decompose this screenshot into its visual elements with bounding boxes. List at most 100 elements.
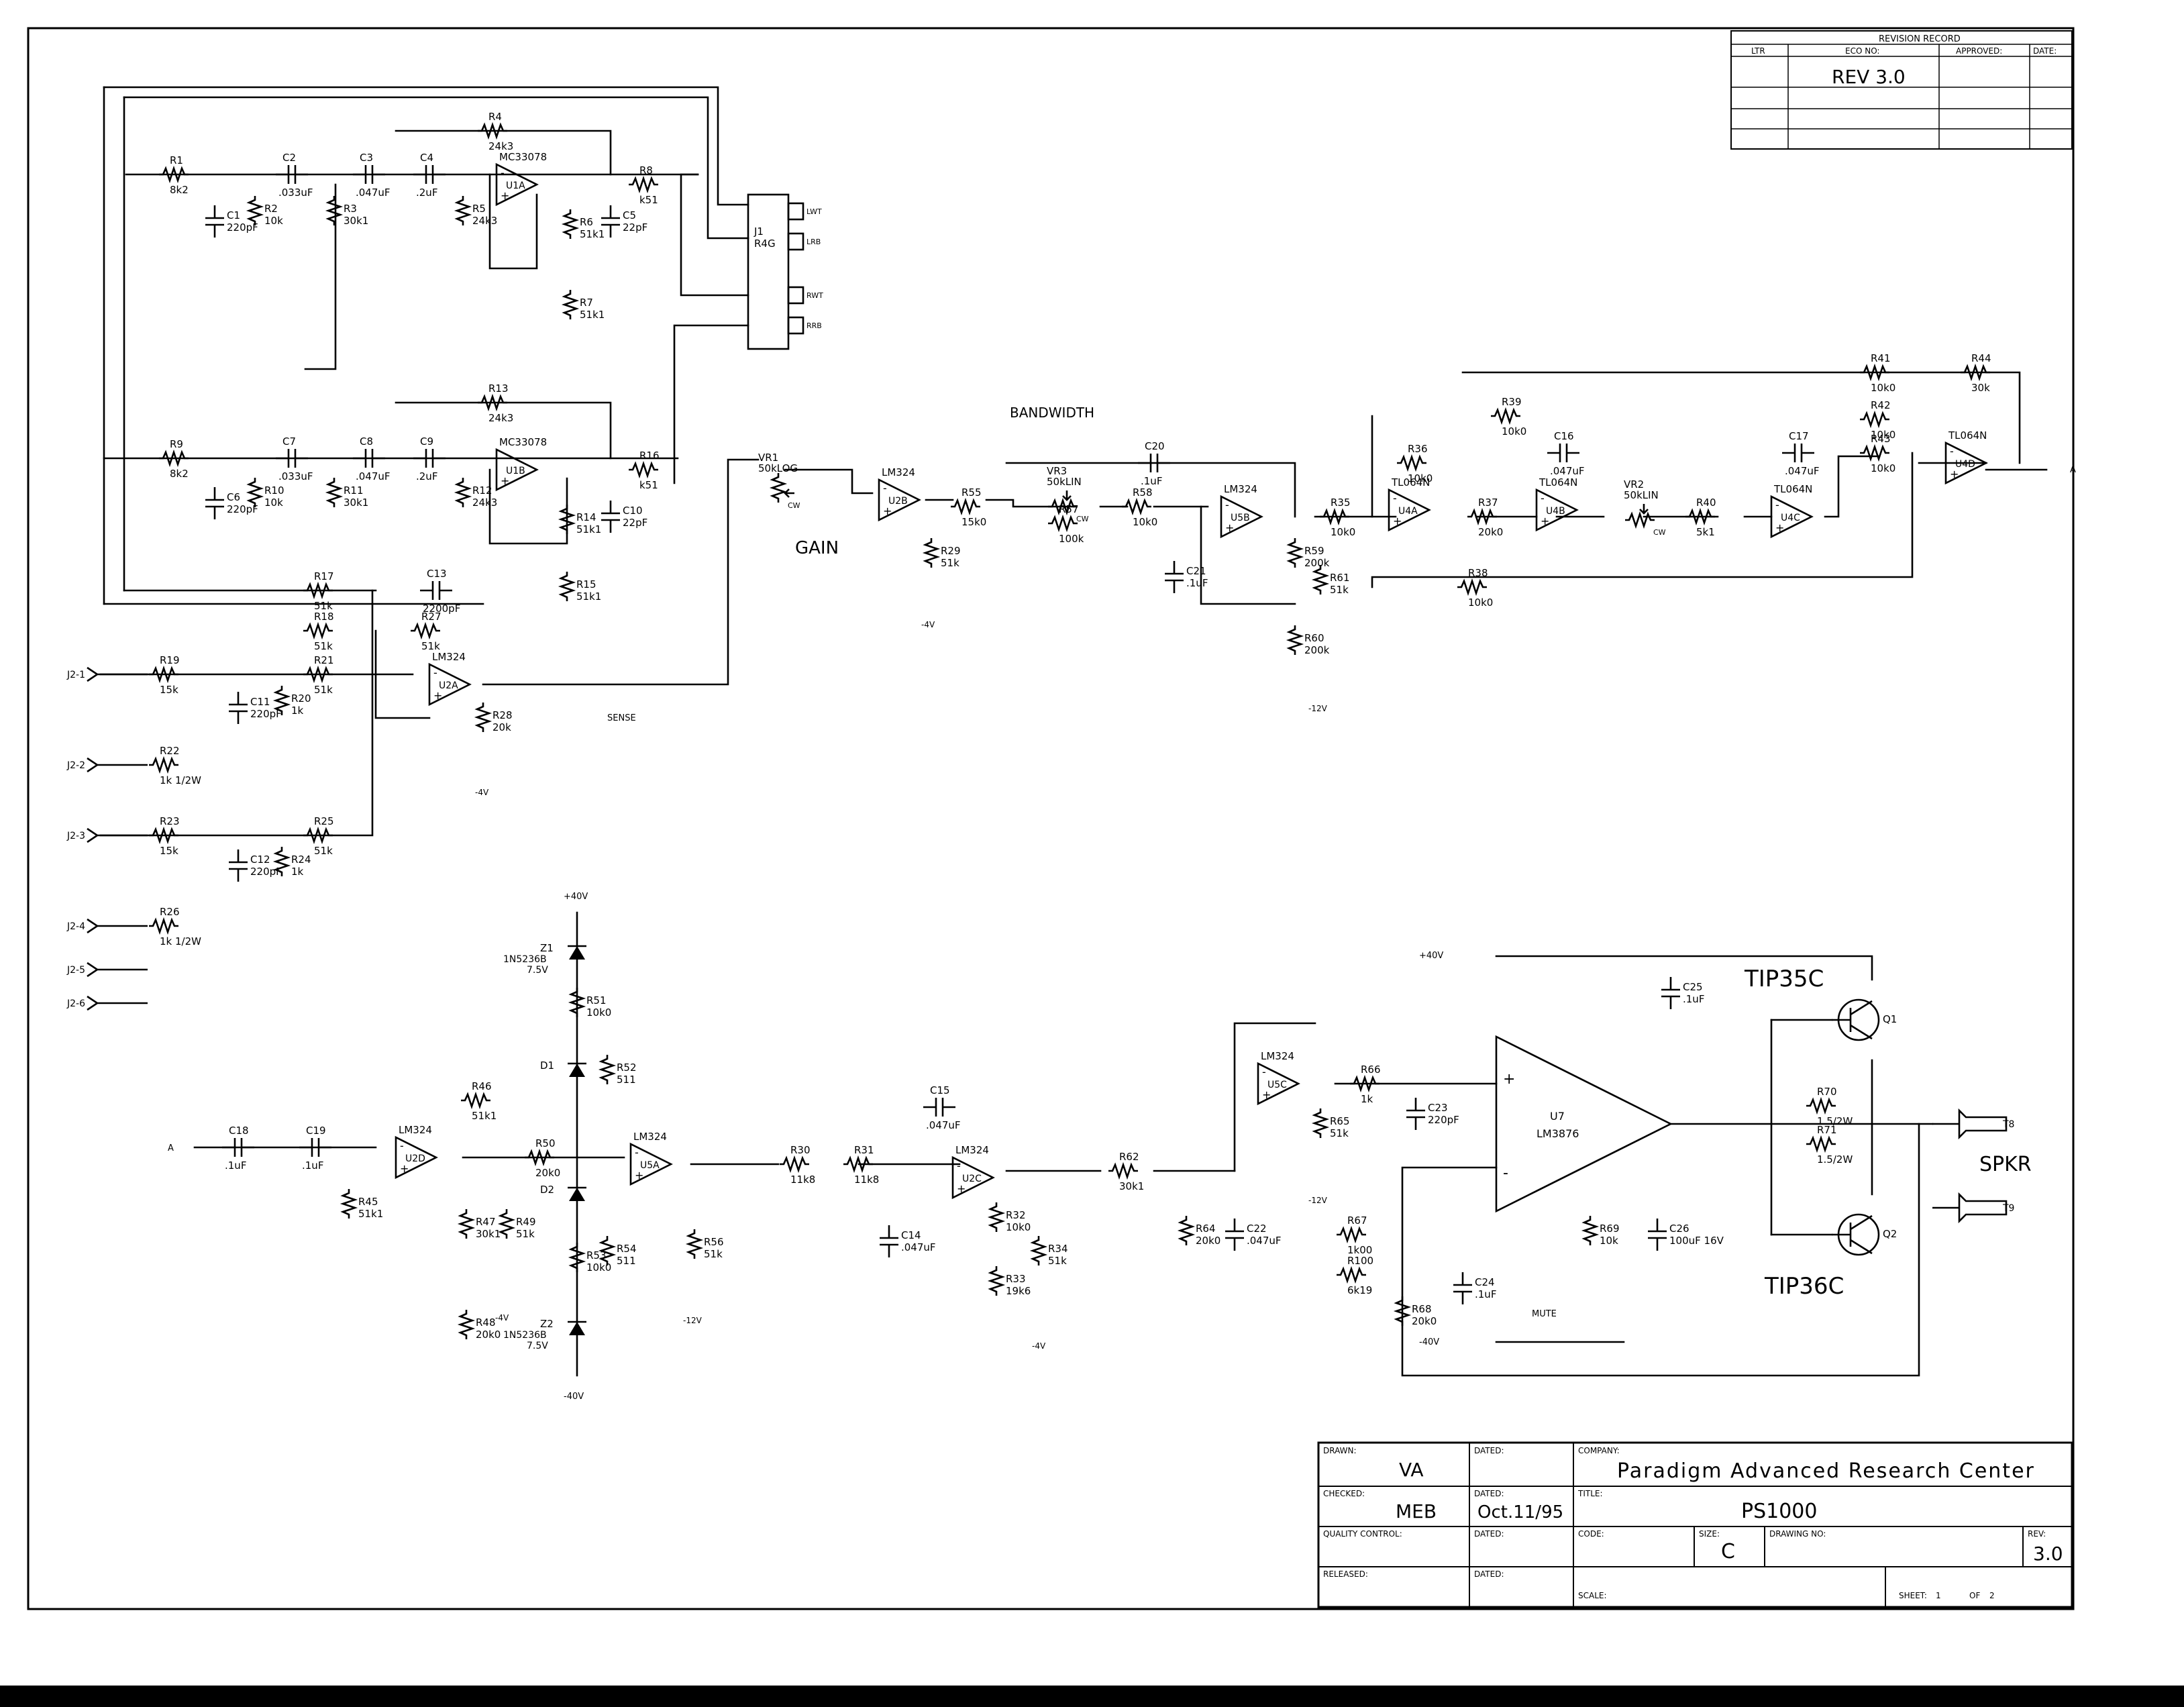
inverting-pin: - [1775, 499, 1779, 511]
j1-pin-label: RWT [807, 291, 823, 300]
value-label: 30k1 [476, 1228, 501, 1240]
inverting-pin: - [1950, 445, 1954, 458]
value-label: k51 [639, 479, 658, 491]
ref-label: U5B [1231, 513, 1250, 523]
value-label: LM324 [432, 651, 466, 663]
ref-label: C24 [1475, 1276, 1495, 1288]
component-c17: C17.047uF [1782, 430, 1820, 477]
ref-label: C8 [360, 435, 373, 448]
ref-label: R16 [639, 450, 660, 462]
ref-label: J1 [753, 225, 764, 238]
value-label: 1.5/2W [1817, 1115, 1853, 1127]
rail-n4-u2b: -4V [921, 620, 935, 629]
value-label: TL064N [1948, 429, 1987, 442]
revision-col-ltr: LTR [1751, 46, 1765, 56]
value-label: 220pF [227, 503, 258, 515]
noninverting-pin: + [1950, 468, 1959, 480]
value-label: R4G [754, 238, 776, 250]
value-label: 51k [1330, 1127, 1349, 1139]
value-label: 50kLOG [758, 462, 798, 474]
qc-label: QUALITY CONTROL: [1323, 1529, 1402, 1539]
tip35c-label: TIP35C [1744, 966, 1824, 992]
value-label: 15k0 [961, 516, 986, 528]
rail-n4-u2a: -4V [475, 788, 489, 797]
terminal-t8: T8 [1932, 1108, 2014, 1140]
ref-label: R68 [1412, 1303, 1432, 1315]
checked-label: CHECKED: [1323, 1489, 1365, 1498]
inverting-pin: - [501, 452, 505, 464]
checked-value: MEB [1396, 1500, 1437, 1522]
value-label: .033uF [278, 187, 313, 199]
connector-j2-3: J2-3 [66, 827, 148, 843]
ref-label: C22 [1247, 1223, 1267, 1235]
scale-label: SCALE: [1578, 1591, 1607, 1600]
ref-label: R24 [291, 854, 311, 866]
ref-label: C2 [282, 152, 296, 164]
value-label: 10k0 [1133, 516, 1157, 528]
ref-label: R34 [1048, 1243, 1068, 1255]
value-label: 51k1 [576, 523, 601, 535]
component-c25: C25.1uF [1661, 977, 1704, 1009]
ref-label: R8 [639, 164, 653, 176]
value-label: 20k0 [1412, 1315, 1437, 1327]
ref-label: R52 [617, 1062, 637, 1074]
value-label: 6k19 [1347, 1284, 1372, 1296]
value-label: 51k [941, 557, 959, 569]
value-label: .1uF [302, 1159, 323, 1172]
inverting-pin: - [1541, 492, 1545, 505]
rail-p40-amp: +40V [1419, 951, 1443, 961]
ref-label: R14 [576, 511, 596, 523]
value-label: 10k0 [1871, 382, 1895, 394]
ref-label: R35 [1331, 497, 1351, 509]
ref-label: C23 [1428, 1102, 1448, 1114]
inverting-pin: - [1225, 499, 1229, 511]
ref-label: R26 [160, 906, 180, 918]
value-label: 10k0 [1468, 597, 1493, 609]
component-q2: Q2 [1832, 1213, 1897, 1256]
ref-label: R58 [1133, 486, 1153, 499]
component-c24: C24.1uF [1453, 1272, 1496, 1304]
component-r16: R16 k51 [629, 450, 660, 491]
ref-label: R50 [535, 1137, 556, 1149]
ref-label: R67 [1347, 1214, 1367, 1227]
connector-j2-2: J2-2 [66, 757, 148, 773]
company-label: COMPANY: [1578, 1446, 1620, 1455]
value-label: 51k1 [472, 1110, 497, 1122]
value-label: 8k2 [170, 468, 189, 480]
tip36c-label: TIP36C [1764, 1273, 1844, 1300]
ref-label: R23 [160, 815, 180, 827]
company-name: Paradigm Advanced Research Center [1617, 1459, 2035, 1483]
component-c7: C7.033uF [276, 435, 313, 482]
value-label: .047uF [356, 187, 391, 199]
revision-col-eco: ECO NO: [1845, 46, 1879, 56]
ref-label: R7 [580, 297, 593, 309]
